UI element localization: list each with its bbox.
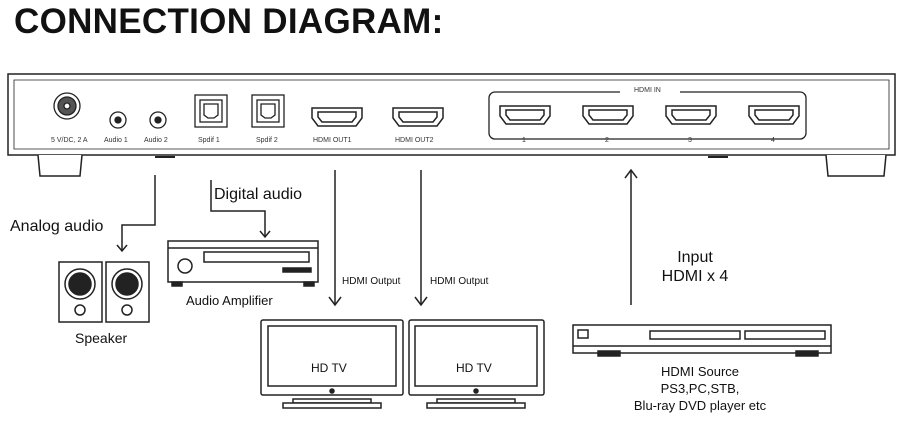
- audio-2-port-label: Audio 2: [144, 137, 168, 144]
- audio-1-port-label: Audio 1: [104, 137, 128, 144]
- tv-1-label: HD TV: [311, 361, 347, 375]
- tv-1-icon: [260, 319, 404, 409]
- tv-2-label: HD TV: [456, 361, 492, 375]
- hdmi-in-group-frame: [488, 90, 807, 140]
- input-label-line2: HDMI x 4: [661, 268, 729, 285]
- spdif-1-port-label: Spdif 1: [198, 137, 220, 144]
- hdmi-in-1-label: 1: [522, 137, 526, 144]
- hdmi-source-label-line1: HDMI Source: [660, 364, 740, 379]
- spdif-2-port-icon: [251, 94, 285, 128]
- audio-2-jack-icon: [149, 111, 167, 129]
- hdmi-source-label-line3: Blu-ray DVD player etc: [633, 398, 767, 413]
- hdmi-in-2-label: 2: [605, 137, 609, 144]
- input-label-line1: Input: [677, 249, 713, 266]
- hdmi-source-label-line2: PS3,PC,STB,: [660, 381, 740, 396]
- tv-2-icon: [408, 319, 545, 409]
- hdmi-in-4-label: 4: [771, 137, 775, 144]
- hdmi-output-2-label: HDMI Output: [430, 276, 489, 287]
- digital-audio-label: Digital audio: [214, 186, 303, 203]
- hdmi-in-ports: [499, 105, 800, 125]
- diagram-title: CONNECTION DIAGRAM:: [14, 2, 444, 41]
- hdmi-source-player-icon: [572, 324, 832, 357]
- power-jack-icon: [53, 92, 81, 120]
- audio-1-jack-icon: [109, 111, 127, 129]
- device-panel: [7, 73, 896, 177]
- hdmi-in-label: HDMI IN: [634, 87, 661, 94]
- speaker-icon: [58, 261, 150, 323]
- hdmi-out-2-port-label: HDMI OUT2: [395, 137, 434, 144]
- audio-amplifier-label: Audio Amplifier: [186, 293, 273, 308]
- audio-amplifier-icon: [167, 240, 319, 287]
- hdmi-out-1-port-label: HDMI OUT1: [313, 137, 352, 144]
- hdmi-out-2-port-icon: [392, 107, 444, 127]
- power-port-label: 5 V/DC, 2 A: [51, 137, 88, 144]
- spdif-2-port-label: Spdif 2: [256, 137, 278, 144]
- hdmi-out-1-port-icon: [311, 107, 363, 127]
- speaker-label: Speaker: [75, 330, 128, 346]
- analog-audio-label: Analog audio: [10, 218, 104, 235]
- connection-lines: [116, 168, 638, 307]
- hdmi-in-3-label: 3: [688, 137, 692, 144]
- hdmi-output-1-label: HDMI Output: [342, 276, 401, 287]
- spdif-1-port-icon: [194, 94, 228, 128]
